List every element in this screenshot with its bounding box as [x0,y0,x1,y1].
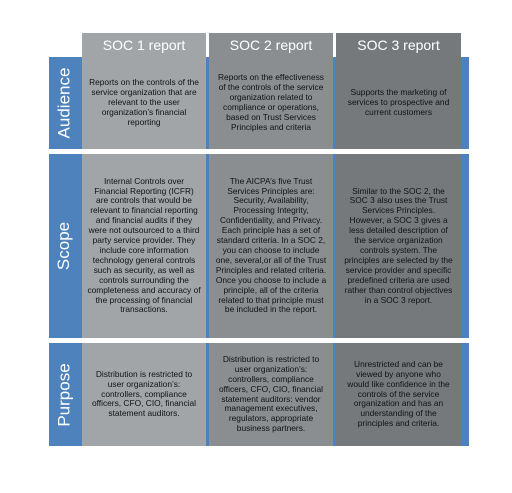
cell-scope-soc1: Internal Controls over Financial Reporti… [82,154,206,338]
cell-scope-soc3: Similar to the SOC 2, the SOC 3 also use… [336,154,461,338]
cell-audience-soc2: Reports on the effectiveness of the cont… [209,57,333,149]
row-label-purpose: Purpose [54,362,74,427]
cell-purpose-soc3: Unrestricted and can be viewed by anyone… [336,343,461,446]
cell-audience-soc3: Supports the marketing of services to pr… [336,57,461,149]
row-label-audience: Audience [54,67,74,139]
header-soc2: SOC 2 report [209,33,333,57]
row-label-scope: Scope [54,221,74,271]
cell-scope-soc2: The AICPA’s five Trust Services Principl… [209,154,333,338]
cell-purpose-soc1: Distribution is restricted to user organ… [82,343,206,446]
header-soc3: SOC 3 report [336,33,461,57]
cell-audience-soc1: Reports on the controls of the service o… [82,57,206,149]
header-soc1: SOC 1 report [82,33,206,57]
cell-purpose-soc2: Distribution is restricted to user organ… [209,343,333,446]
